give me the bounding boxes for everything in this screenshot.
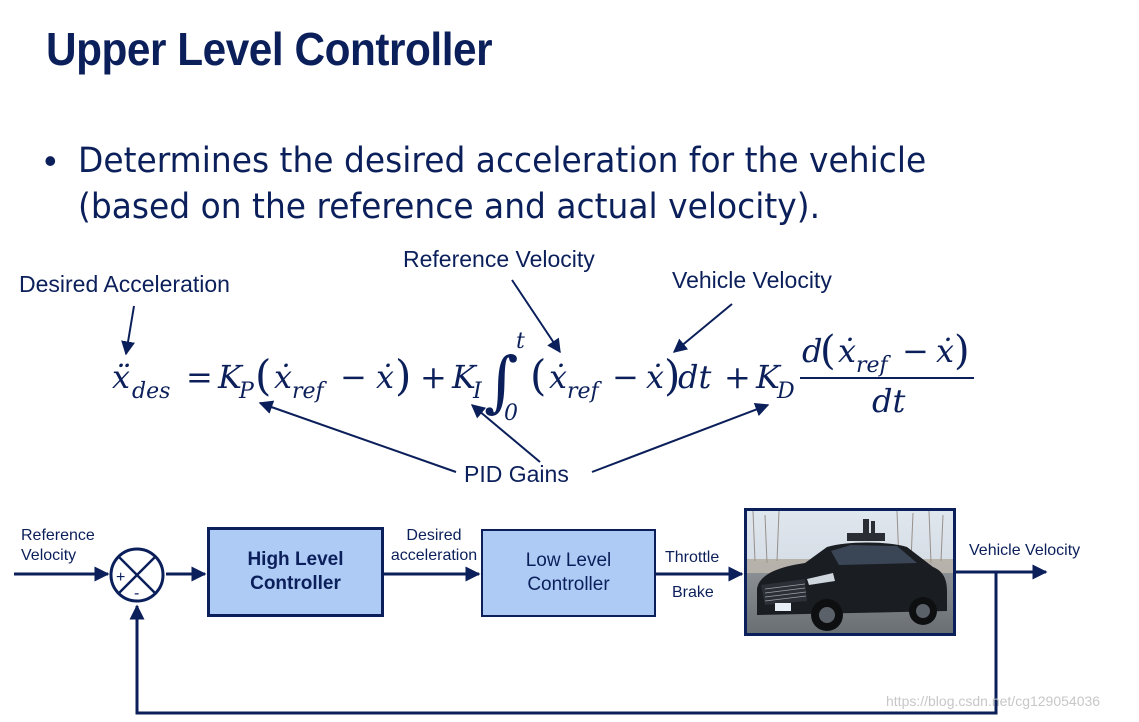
eq-kd-sub: D: [776, 379, 795, 404]
eq-kp: K: [217, 358, 244, 396]
vehicle-photo: [744, 508, 956, 636]
input-label: Reference Velocity: [21, 526, 95, 566]
eq-frac-minus: −: [902, 332, 929, 370]
bullet-line-2: (based on the reference and actual veloc…: [78, 187, 821, 227]
eq-minus-1: −: [340, 358, 367, 396]
annotation-vehicle-velocity: Vehicle Velocity: [672, 267, 832, 293]
watermark: https://blog.csdn.net/cg129054036: [886, 693, 1101, 709]
input-label-line-1: Reference: [21, 527, 95, 544]
pid-equation: ẍ des = K P ( ẋ ref − ẋ ) + K I ∫ t 0 ( …: [112, 332, 974, 426]
bullet-line-1: Determines the desired acceleration for …: [78, 141, 927, 181]
input-label-line-2: Velocity: [21, 547, 77, 564]
arrow-pid-ki: [470, 404, 541, 463]
desired-label-line-1: Desired: [406, 527, 462, 544]
eq-int-lower: 0: [504, 401, 518, 426]
desired-label-line-2: acceleration: [390, 547, 478, 564]
slide-title: Upper Level Controller: [46, 23, 493, 75]
annotation-reference-velocity: Reference Velocity: [403, 246, 595, 272]
eq-frac-paren-open: (: [820, 332, 836, 374]
eq-paren-close-2: ): [664, 351, 680, 400]
summing-junction: + -: [109, 547, 165, 603]
low-level-controller-block: Low Level Controller: [481, 529, 656, 617]
eq-xdot-2: ẋ: [646, 358, 664, 396]
eq-paren-open-2: (: [530, 351, 546, 400]
arrow-pid-kd: [591, 402, 770, 473]
high-level-line-2: Controller: [250, 573, 341, 594]
eq-equals: =: [186, 358, 213, 396]
high-level-controller-block: High Level Controller: [207, 527, 384, 617]
eq-paren-open-1: (: [255, 351, 271, 400]
eq-int-upper: t: [516, 332, 525, 354]
eq-kd: K: [755, 358, 782, 396]
eq-paren-close-1: ): [395, 351, 411, 400]
arrow-reference-velocity: [511, 279, 561, 354]
eq-ref-sub-1: ref: [292, 379, 328, 404]
eq-frac-xdot: ẋ: [936, 332, 954, 370]
eq-ki: K: [451, 358, 478, 396]
arrow-desired-acceleration: [121, 305, 135, 356]
sum-plus: +: [116, 569, 125, 586]
desired-acceleration-label: Desired acceleration: [388, 526, 480, 566]
eq-lhs: ẍ: [112, 358, 130, 396]
eq-frac-ref-sub: ref: [856, 353, 892, 378]
eq-kp-sub: P: [238, 379, 255, 404]
vehicle-car-icon: [747, 511, 953, 633]
eq-ki-sub: I: [472, 379, 483, 404]
eq-xdot-ref-2: ẋ: [549, 358, 567, 396]
wire-feedback: [129, 572, 998, 715]
eq-frac-paren-close: ): [954, 332, 970, 374]
eq-xdot-1: ẋ: [376, 358, 394, 396]
eq-lhs-sub: des: [132, 379, 170, 404]
bullet-text: Determines the desired acceleration for …: [78, 138, 1056, 230]
eq-frac-d: d: [802, 332, 822, 370]
annotation-desired-acceleration: Desired Acceleration: [19, 271, 230, 297]
arrow-pid-kp: [258, 400, 457, 473]
output-label: Vehicle Velocity: [969, 542, 1081, 559]
arrow-vehicle-velocity: [672, 303, 733, 353]
high-level-line-1: High Level: [247, 549, 344, 570]
sum-minus: -: [134, 585, 139, 602]
eq-frac-dt: dt: [872, 382, 905, 420]
eq-ref-sub-2: ref: [567, 379, 603, 404]
annotation-pid-gains: PID Gains: [464, 461, 569, 487]
eq-plus-2: +: [724, 358, 751, 396]
eq-plus-1: +: [420, 358, 447, 396]
low-level-line-2: Controller: [527, 574, 610, 595]
eq-frac-xdot-ref: ẋ: [838, 332, 856, 370]
brake-label: Brake: [672, 584, 714, 601]
eq-xdot-ref-1: ẋ: [274, 358, 292, 396]
throttle-label: Throttle: [665, 549, 720, 566]
eq-integral: ∫: [484, 343, 518, 420]
eq-dt-1: dt: [678, 358, 711, 396]
eq-minus-2: −: [612, 358, 639, 396]
bullet-marker: •: [44, 140, 57, 181]
low-level-line-1: Low Level: [525, 550, 612, 571]
